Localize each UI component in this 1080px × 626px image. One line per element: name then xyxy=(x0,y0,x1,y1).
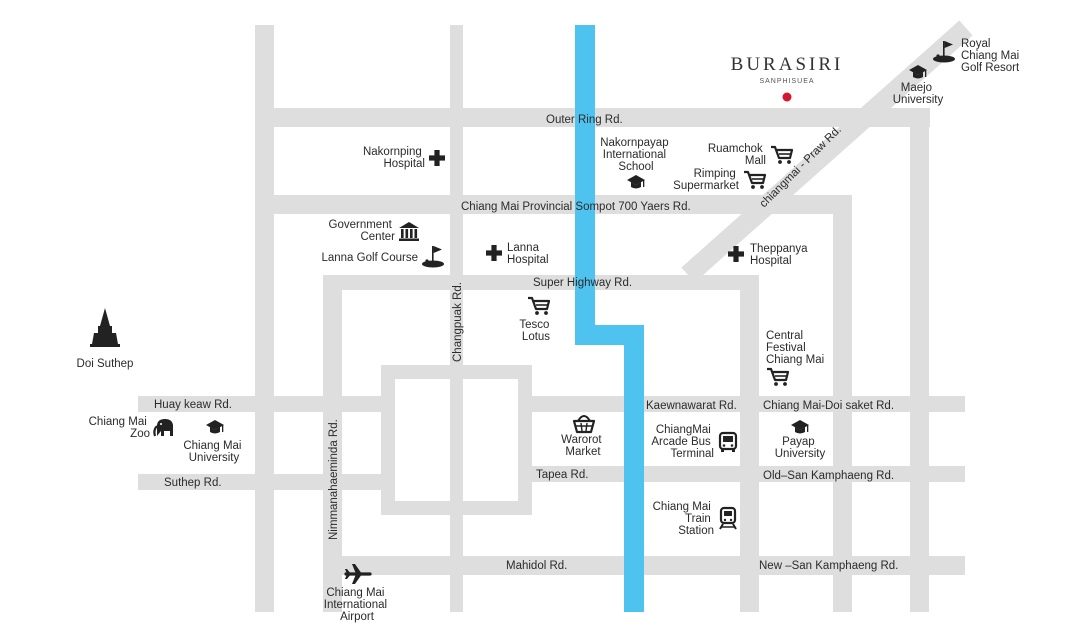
svg-text:Ruamchok Mall: Ruamchok Mall xyxy=(708,143,766,167)
svg-text:Doi Suthep: Doi Suthep xyxy=(77,358,134,370)
svg-text:Payap University: Payap University xyxy=(775,436,826,460)
road-label-tapea: Tapea Rd. xyxy=(536,469,588,481)
poi-train-station: Chiang Mai Train Station xyxy=(653,501,737,537)
road-huay-keaw xyxy=(138,396,388,412)
road-label-suthep: Suthep Rd. xyxy=(164,477,222,489)
road-label-mahidol: Mahidol Rd. xyxy=(506,560,567,572)
svg-text:Chiang Mai Zoo: Chiang Mai Zoo xyxy=(89,416,150,440)
svg-text:Tesco Lotus: Tesco Lotus xyxy=(519,319,552,343)
train-icon xyxy=(719,506,737,530)
poi-lanna-hospital: Lanna Hospital xyxy=(486,242,549,266)
svg-text:Maejo University: Maejo University xyxy=(893,82,944,106)
road-label-new-san-kamphaeng: New –San Kamphaeng Rd. xyxy=(759,560,898,572)
road-label-old-san-kamphaeng: Old–San Kamphaeng Rd. xyxy=(763,470,894,482)
poi-royal-golf: Royal Chiang Mai Golf Resort xyxy=(933,38,1022,74)
temple-icon xyxy=(90,308,120,347)
road-changpuak-vertical xyxy=(450,25,463,612)
svg-text:Chiang Mai Train: Chiang Mai Train Station xyxy=(653,501,714,537)
brand-subtitle: SANPHISUEA xyxy=(759,78,814,85)
graduation-cap-icon xyxy=(627,175,645,189)
bus-icon xyxy=(718,431,738,452)
svg-text:Central Festival: Central Festival Chiang Mai xyxy=(766,330,824,366)
road-label-nimmanahaeminda: Nimmanahaeminda Rd. xyxy=(328,419,340,540)
poi-nakornping-hospital: Nakornping Hospital xyxy=(363,146,445,170)
poi-government-center: Government Center xyxy=(329,219,419,243)
basket-icon xyxy=(572,415,596,434)
poi-chiang-mai-university: Chiang Mai University xyxy=(183,420,244,464)
road-kaewnawarat xyxy=(525,396,965,412)
poi-tesco-lotus: Tesco Lotus xyxy=(519,296,552,343)
poi-lanna-golf-course: Lanna Golf Course xyxy=(321,246,444,268)
road-west-vertical xyxy=(255,25,274,612)
hospital-cross-icon xyxy=(429,150,445,166)
airplane-icon xyxy=(344,564,372,584)
shopping-cart-icon xyxy=(765,367,790,387)
ping-river xyxy=(575,25,644,612)
road-east-vertical-1 xyxy=(740,275,759,612)
government-building-icon xyxy=(399,222,419,241)
road-tapea xyxy=(525,466,965,482)
shopping-cart-icon xyxy=(769,145,794,165)
poi-airport: Chiang Mai International Airport xyxy=(324,564,391,623)
graduation-cap-icon xyxy=(791,420,809,434)
svg-text:Royal Chiang Mai: Royal Chiang Mai Golf Resort xyxy=(961,38,1022,74)
graduation-cap-icon xyxy=(206,420,224,434)
poi-doi-suthep: Doi Suthep xyxy=(77,308,134,370)
road-nimman-vertical xyxy=(323,275,342,612)
poi-payap-university: Payap University xyxy=(775,420,826,460)
shopping-cart-icon xyxy=(742,170,767,190)
poi-warorot-market: Warorot Market xyxy=(561,415,605,458)
shopping-cart-icon xyxy=(526,296,551,316)
poi-central-festival: Central Festival Chiang Mai xyxy=(765,330,824,387)
poi-ruamchok-mall: Ruamchok Mall xyxy=(708,143,794,167)
poi-rimping-supermarket: Rimping Supermarket xyxy=(673,168,767,192)
poi-arcade-bus-terminal: ChiangMai Arcade Bus Terminal xyxy=(651,424,738,460)
poi-nakornpayap-school: Nakornpayap International School xyxy=(600,137,672,189)
svg-text:Lanna Hospital: Lanna Hospital xyxy=(507,242,549,266)
road-sompot xyxy=(255,195,852,214)
road-suthep xyxy=(138,474,388,490)
hospital-cross-icon xyxy=(486,245,502,261)
svg-text:Lanna Golf Course: Lanna Golf Course xyxy=(321,252,418,264)
poi-theppanya-hospital: Theppanya Hospital xyxy=(728,243,811,267)
brand-logo: BURASIRI SANPHISUEA xyxy=(731,54,844,102)
svg-text:ChiangMai Arcade Bus: ChiangMai Arcade Bus Terminal xyxy=(651,424,714,460)
svg-text:Nakornpayap Internatio: Nakornpayap International School xyxy=(600,137,672,173)
svg-text:Chiang Mai Internation: Chiang Mai International Airport xyxy=(324,587,391,623)
road-label-outer-ring: Outer Ring Rd. xyxy=(546,114,623,126)
location-marker-icon xyxy=(782,92,792,102)
road-label-huay-keaw: Huay keaw Rd. xyxy=(154,399,232,411)
road-label-doi-saket: Chiang Mai-Doi saket Rd. xyxy=(763,400,894,412)
road-label-super-highway: Super Highway Rd. xyxy=(533,277,632,289)
svg-text:Nakornping Hospital: Nakornping Hospital xyxy=(363,146,425,170)
poi-maejo-university: Maejo University xyxy=(893,65,944,106)
road-label-sompot: Chiang Mai Provincial Sompot 700 Yaers R… xyxy=(461,201,691,213)
road-label-changpuak: Changpuak Rd. xyxy=(452,282,464,362)
svg-text:Government Center: Government Center xyxy=(329,219,396,243)
golf-icon xyxy=(422,246,444,268)
poi-chiang-mai-zoo: Chiang Mai Zoo xyxy=(89,416,173,440)
old-city-moat xyxy=(381,365,532,515)
road-east-vertical-3 xyxy=(910,108,929,612)
svg-text:Chiang Mai University: Chiang Mai University xyxy=(183,440,244,464)
svg-text:Rimping Supermarket: Rimping Supermarket xyxy=(673,168,740,192)
elephant-icon xyxy=(153,419,173,437)
points-of-interest: Royal Chiang Mai Golf Resort Maejo Unive… xyxy=(77,38,1022,623)
svg-text:Warorot Market: Warorot Market xyxy=(561,434,605,458)
svg-text:Theppanya Hospital: Theppanya Hospital xyxy=(750,243,811,267)
road-label-kaewnawarat: Kaewnawarat Rd. xyxy=(646,400,737,412)
road-super-highway xyxy=(323,275,759,290)
brand-title: BURASIRI xyxy=(731,54,844,75)
